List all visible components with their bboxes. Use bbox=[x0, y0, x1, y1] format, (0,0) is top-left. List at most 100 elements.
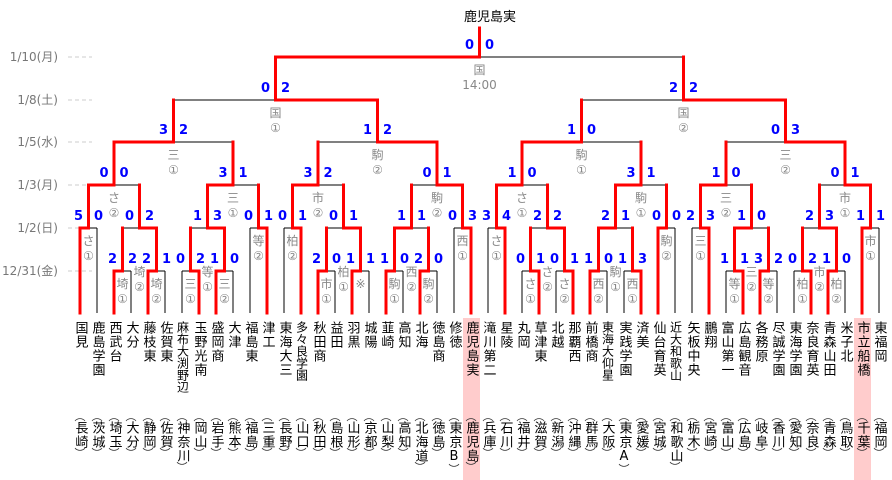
score-right: 2 bbox=[808, 252, 817, 267]
paren-close-icon: ︶ bbox=[754, 447, 766, 460]
team-prefecture: 山梨 bbox=[378, 421, 394, 449]
score-right: 4 bbox=[502, 209, 511, 224]
team-name: 修徳 bbox=[446, 321, 462, 349]
team-prefecture: 栃木 bbox=[684, 421, 700, 449]
venue-label-line: ① bbox=[627, 292, 638, 306]
score-left: 0 bbox=[422, 166, 431, 181]
paren-open-icon: ︵ bbox=[329, 410, 341, 423]
team-name: 東海学園 bbox=[786, 321, 802, 377]
paren-open-icon: ︵ bbox=[193, 410, 205, 423]
score-right: 1 bbox=[876, 209, 885, 224]
team-name: 仙台育英 bbox=[650, 321, 666, 377]
venue-label-line: ① bbox=[228, 206, 239, 220]
score-right: 3 bbox=[825, 209, 834, 224]
score-right: 0 bbox=[434, 252, 443, 267]
paren-close-icon: ︶ bbox=[601, 447, 613, 460]
team-entry: 北越︵新潟︶ bbox=[548, 318, 565, 480]
team-entry: 奈良育英 ︵奈良︶ bbox=[803, 318, 820, 480]
team-name: 佐賀東 bbox=[157, 321, 173, 363]
score-left: 0 bbox=[516, 252, 525, 267]
paren-open-icon: ︵ bbox=[431, 410, 443, 423]
paren-open-icon: ︵ bbox=[550, 410, 562, 423]
score-left: 0 bbox=[261, 81, 270, 96]
paren-close-icon: ︶ bbox=[227, 447, 239, 460]
venue-label-line: ② bbox=[432, 206, 443, 220]
team-prefecture-box: ︵愛媛︶ bbox=[633, 411, 650, 480]
paren-open-icon: ︵ bbox=[261, 410, 273, 423]
score-left: 0 bbox=[788, 252, 797, 267]
venue-label-line: 等 bbox=[728, 277, 740, 291]
paren-open-icon: ︵ bbox=[839, 410, 851, 423]
paren-open-icon: ︵ bbox=[822, 410, 834, 423]
venue-label-line: 柏 bbox=[286, 233, 298, 248]
team-entry: 東海学園︵愛知︶ bbox=[786, 318, 803, 480]
paren-close-icon: ︶ bbox=[465, 461, 477, 474]
team-name: 米子北 bbox=[837, 321, 853, 363]
team-prefecture-box: ︵宮城︶ bbox=[650, 411, 667, 480]
score-left: 1 bbox=[507, 166, 516, 181]
paren-open-icon: ︵ bbox=[363, 410, 375, 423]
team-entry: 大津︵熊本︶ bbox=[225, 318, 242, 480]
team-prefecture: 富山 bbox=[718, 421, 734, 449]
team-name: 東福岡 bbox=[871, 321, 887, 363]
team-entry: 東福岡︵福岡︶ bbox=[871, 318, 888, 480]
team-entry: 前橋商︵群馬︶ bbox=[582, 318, 599, 480]
paren-close-icon: ︶ bbox=[312, 447, 324, 460]
venue-label-line: ① bbox=[729, 292, 740, 306]
score-right: 0 bbox=[842, 252, 851, 267]
score-right: 1 bbox=[238, 166, 247, 181]
team-entry: 東海大仰星︵大阪︶ bbox=[599, 318, 616, 480]
team-prefecture: 千葉 bbox=[854, 421, 870, 449]
team-prefecture: 大阪 bbox=[599, 421, 615, 449]
paren-open-icon: ︵ bbox=[227, 410, 239, 423]
venue-label-line: ② bbox=[746, 280, 757, 294]
score-left: 0 bbox=[830, 166, 839, 181]
paren-close-icon: ︶ bbox=[618, 463, 630, 476]
round-date-label: 1/5(水) bbox=[17, 135, 58, 149]
score-left: 3 bbox=[626, 166, 635, 181]
score-right: 1 bbox=[621, 209, 630, 224]
score-left: 1 bbox=[822, 252, 831, 267]
venue-label-line: ② bbox=[721, 206, 732, 220]
venue-label-line: ② bbox=[831, 292, 842, 306]
team-name: 星陵 bbox=[497, 321, 513, 349]
venue-label-line: ① bbox=[457, 249, 468, 263]
score-right: 2 bbox=[196, 252, 205, 267]
score-left: 1 bbox=[567, 123, 576, 138]
paren-close-icon: ︶ bbox=[771, 447, 783, 460]
paren-open-icon: ︵ bbox=[533, 410, 545, 423]
paren-open-icon: ︵ bbox=[771, 410, 783, 423]
paren-open-icon: ︵ bbox=[125, 410, 137, 423]
venue-label-line: 駒 bbox=[660, 234, 672, 248]
score-right: 2 bbox=[179, 123, 188, 138]
team-prefecture-box: ︵高知︶ bbox=[395, 411, 412, 480]
team-entry: 星陵︵石川︶ bbox=[497, 318, 514, 480]
team-prefecture: 福島 bbox=[242, 421, 258, 449]
team-name: 奈良育英 bbox=[803, 321, 819, 377]
team-prefecture: 三重 bbox=[259, 421, 275, 449]
team-prefecture: 奈良 bbox=[803, 421, 819, 449]
paren-open-icon: ︵ bbox=[788, 410, 800, 423]
team-prefecture-box: ︵広島︶ bbox=[735, 411, 752, 480]
venue-label-line: ① bbox=[636, 206, 647, 220]
team-prefecture-box: ︵奈良︶ bbox=[803, 411, 820, 480]
team-prefecture-box: ︵三重︶ bbox=[259, 410, 276, 480]
team-prefecture-box: ︵和歌山︶ bbox=[667, 411, 684, 480]
team-prefecture-box: ︵宮崎︶ bbox=[701, 411, 718, 480]
venue-label-line: ② bbox=[134, 280, 145, 294]
team-prefecture-box: ︵長崎︶ bbox=[72, 411, 89, 480]
score-right: 1 bbox=[646, 166, 655, 181]
score-right: 0 bbox=[587, 123, 596, 138]
venue-label-line: ① bbox=[840, 206, 851, 220]
score-left: 2 bbox=[142, 252, 151, 267]
team-name: 鹿島学園 bbox=[89, 321, 105, 377]
score-left: 0 bbox=[771, 123, 780, 138]
team-prefecture-box: ︵香川︶ bbox=[769, 410, 786, 480]
venue-label-line: さ bbox=[524, 277, 536, 291]
